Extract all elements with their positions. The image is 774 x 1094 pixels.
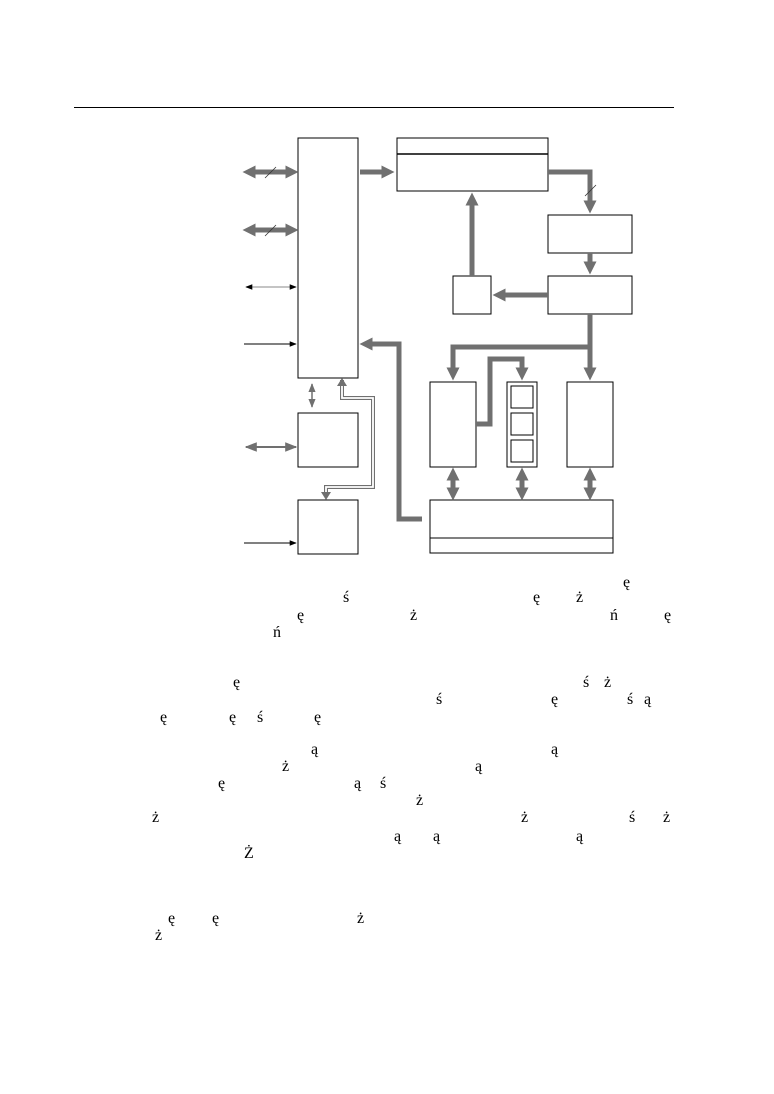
text-glyph: ę: [160, 709, 168, 726]
address-counter-block: [452, 275, 492, 315]
right-unit-block: [566, 381, 614, 468]
text-glyph: ą: [475, 758, 483, 775]
text-glyph: ę: [314, 709, 322, 726]
text-glyph: ż: [521, 809, 529, 826]
register-cell-1: [510, 385, 534, 409]
text-glyph: ę: [218, 775, 226, 792]
text-glyph: ż: [410, 607, 418, 624]
queue-to-decoder-arrow: [548, 169, 597, 214]
text-glyph: ś: [257, 709, 264, 726]
text-glyph: ę: [212, 910, 220, 927]
text-glyph: ą: [576, 828, 584, 845]
left-unit-block: [429, 381, 477, 468]
text-glyph: ś: [583, 674, 590, 691]
text-glyph: ę: [664, 607, 672, 624]
clock-block: [297, 499, 359, 555]
text-glyph: ż: [152, 809, 160, 826]
text-glyph: ś: [343, 589, 350, 606]
address-bus-slash: [264, 224, 277, 237]
text-glyph: ą: [551, 741, 559, 758]
instruction-queue-block: [396, 137, 549, 192]
internal-bus-to-interface-arrow: [359, 337, 422, 522]
text-glyph: ś: [629, 809, 636, 826]
text-glyph: ę: [233, 674, 241, 691]
text-glyph: Ż: [244, 845, 254, 862]
text-glyph: ż: [155, 927, 163, 944]
cpu-interface-block: [297, 137, 359, 379]
data-bus-slash: [264, 166, 277, 179]
text-glyph: ę: [623, 574, 631, 591]
text-glyph: ę: [533, 589, 541, 606]
text-glyph: ą: [433, 828, 441, 845]
io-controller-block: [297, 412, 359, 468]
text-glyph: ą: [394, 828, 402, 845]
internal-bus-block: [429, 499, 614, 554]
text-glyph: ś: [380, 775, 387, 792]
text-glyph: ż: [416, 792, 424, 809]
register-cell-3: [510, 439, 534, 463]
text-glyph: ż: [357, 910, 365, 927]
text-glyph: ą: [354, 775, 362, 792]
control-to-left-unit-arrow: [446, 344, 590, 381]
text-glyph: ę: [168, 910, 176, 927]
text-glyph: ą: [311, 741, 319, 758]
text-glyph: ę: [297, 607, 305, 624]
text-glyph: ń: [273, 624, 281, 641]
text-glyph: ę: [229, 709, 237, 726]
text-glyph: ą: [644, 691, 652, 708]
text-glyph: ń: [610, 607, 618, 624]
text-glyph: ś: [627, 691, 634, 708]
text-glyph: ż: [576, 589, 584, 606]
decoder-bus-slash: [584, 184, 597, 197]
register-cell-2: [510, 412, 534, 436]
text-glyph: ś: [436, 691, 443, 708]
left-unit-to-registers-arrow: [476, 356, 529, 427]
text-glyph: ż: [663, 809, 671, 826]
control-block: [547, 275, 633, 315]
text-glyph: ż: [604, 674, 612, 691]
text-glyph: ę: [551, 691, 559, 708]
decoder-block: [547, 214, 633, 254]
text-glyph: ż: [282, 758, 290, 775]
